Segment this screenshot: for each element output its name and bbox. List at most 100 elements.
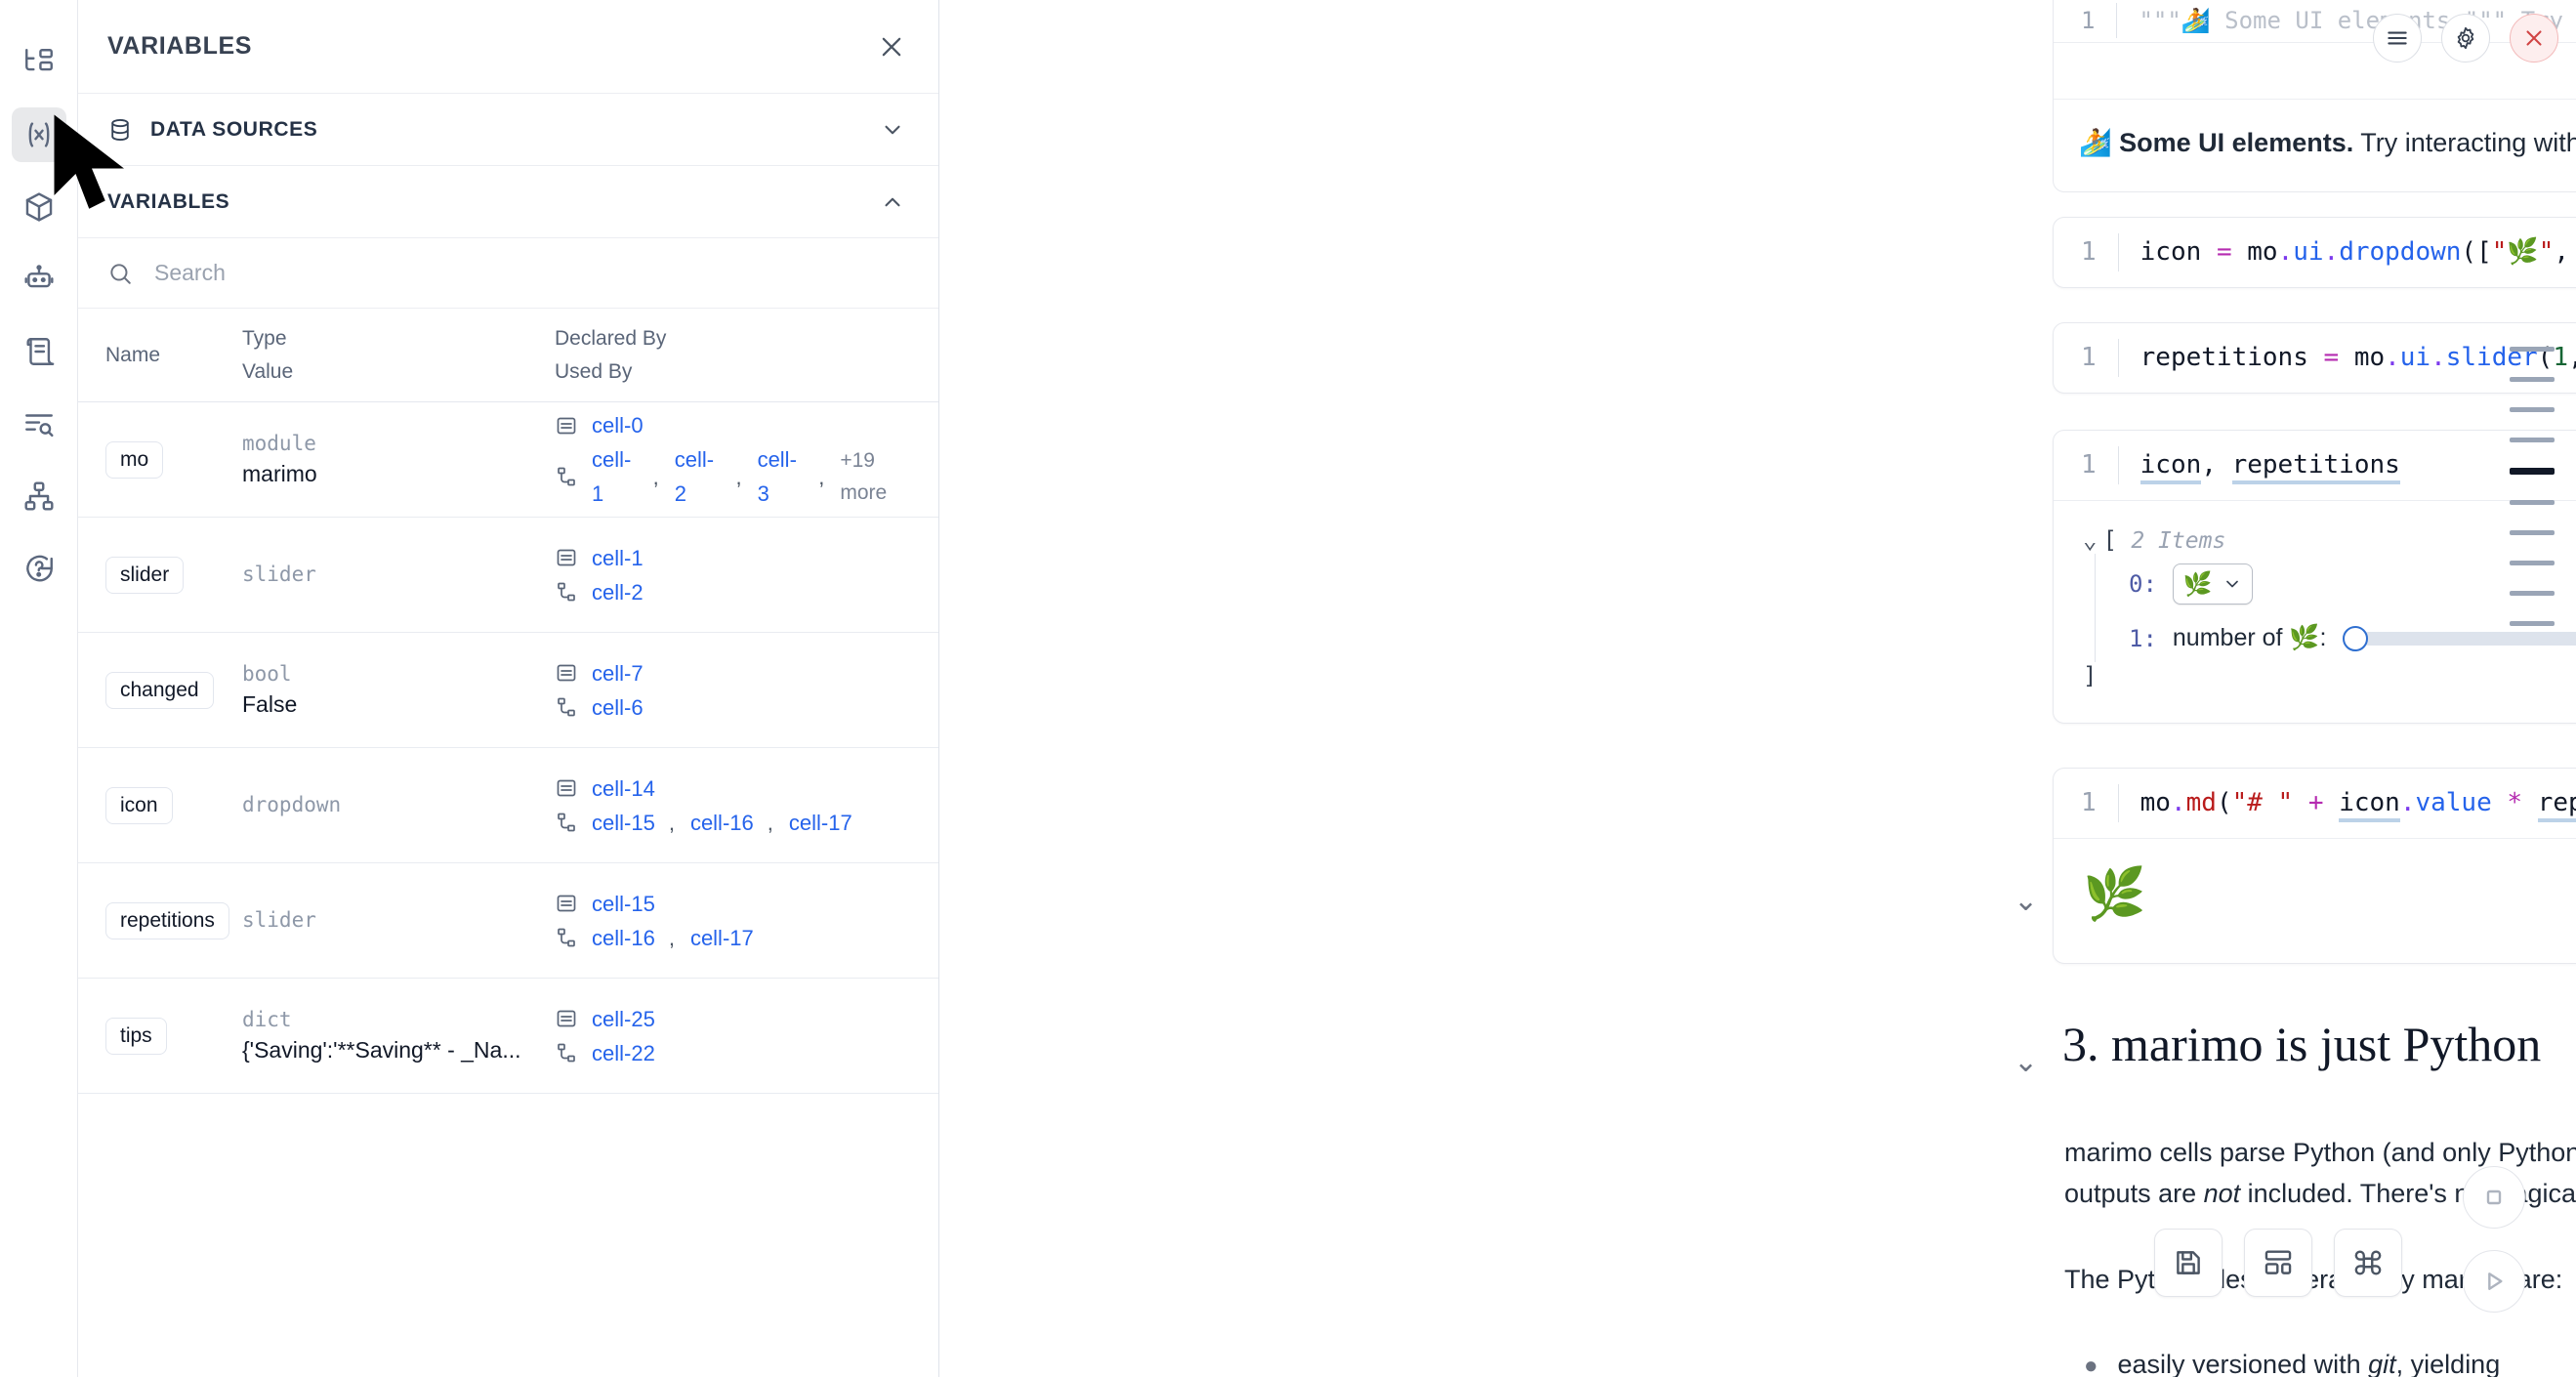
variable-name-chip[interactable]: tips — [105, 1017, 167, 1055]
code-cell-source[interactable]: 1 icon, repetitions — [2054, 431, 2576, 500]
minimap-mark[interactable] — [2510, 621, 2555, 626]
scratchpad-icon[interactable] — [12, 324, 66, 379]
minimap-mark[interactable] — [2510, 347, 2555, 352]
search-icon — [110, 263, 131, 284]
column-header-type-value: Type Value — [242, 322, 555, 388]
minimap-scrollbar[interactable] — [2510, 347, 2555, 626]
used-by-cell-link[interactable]: cell-6 — [592, 694, 644, 720]
declared-by-line: cell-7 — [555, 656, 921, 690]
usage-branch-icon — [558, 697, 575, 717]
slider-track[interactable] — [2361, 631, 2576, 646]
used-by-cell-link[interactable]: cell-15 — [592, 810, 655, 835]
stop-icon[interactable] — [2463, 1166, 2525, 1229]
declared-by-cell-link[interactable]: cell-14 — [592, 775, 655, 801]
used-by-cell-link[interactable]: cell-16 — [689, 810, 754, 835]
bottom-toolbar — [2154, 1229, 2402, 1297]
line-number: 1 — [2081, 450, 2097, 480]
panel-title-bar: VARIABLES — [78, 0, 938, 94]
variable-name-chip[interactable]: mo — [105, 440, 164, 479]
used-by-cell-link[interactable]: cell-17 — [788, 810, 852, 835]
fold-caret-section[interactable]: ⌄ — [2014, 1046, 2039, 1078]
declared-by-cell-link[interactable]: cell-1 — [592, 545, 644, 570]
declared-by-cell-link[interactable]: cell-25 — [592, 1006, 655, 1031]
code-cell-source[interactable]: 1 icon = mo.ui.dropdown(["🌿", "🏄", "✨"],… — [2054, 218, 2576, 287]
help-icon[interactable] — [12, 541, 66, 596]
used-by-cell-link[interactable]: cell-2 — [592, 579, 644, 605]
output-bold-text: Some UI elements. — [2119, 128, 2354, 157]
minimap-mark[interactable] — [2510, 561, 2555, 565]
used-by-cell-link[interactable]: cell-17 — [689, 925, 754, 950]
save-icon[interactable] — [2154, 1229, 2223, 1297]
close-icon[interactable] — [878, 33, 905, 61]
dropdown-selected-value: 🌿 — [2182, 570, 2213, 598]
packages-icon[interactable] — [12, 180, 66, 234]
code-cell-md[interactable]: 1 mo.md("# " + icon.value * repetitions.… — [2053, 768, 2576, 964]
table-row[interactable]: tips dict {'Saving':'**Saving** - _Na...… — [78, 979, 938, 1095]
table-row[interactable]: changed bool False cell-7 cell-6 — [78, 633, 938, 749]
close-icon[interactable] — [2510, 14, 2558, 63]
gear-icon[interactable] — [2441, 14, 2490, 63]
layout-icon[interactable] — [2244, 1229, 2312, 1297]
used-by-cell-link[interactable]: cell-22 — [592, 1040, 655, 1065]
used-by-cell-link[interactable]: cell-2 — [674, 447, 715, 507]
usage-branch-icon — [558, 467, 575, 486]
minimap-mark[interactable] — [2510, 500, 2555, 505]
chevron-down-icon[interactable]: ⌄ — [2083, 526, 2098, 554]
declared-by-cell-link[interactable]: cell-7 — [592, 660, 644, 686]
table-row[interactable]: repetitions slider cell-15 cell-16, cell… — [78, 863, 938, 980]
cell-icon — [557, 1010, 576, 1027]
slider-control[interactable] — [2342, 625, 2576, 651]
fold-caret-md-output[interactable]: ⌄ — [2014, 885, 2039, 917]
bullet-emphasis: git — [2368, 1350, 2396, 1377]
table-row[interactable]: icon dropdown cell-14 cell-15, cell-16, … — [78, 748, 938, 864]
table-row[interactable]: mo module marimo cell-0 cell-1, cell-2, … — [78, 402, 938, 519]
variables-icon[interactable] — [11, 107, 66, 162]
declared-by-cell-link[interactable]: cell-15 — [592, 891, 655, 916]
used-by-cell-link[interactable]: cell-3 — [757, 447, 797, 507]
code-cell-source[interactable]: 1 repetitions = mo.ui.slider(1, 16, labe… — [2054, 323, 2576, 393]
variable-type: dropdown — [242, 793, 342, 817]
minimap-mark[interactable] — [2510, 377, 2555, 382]
section-variables[interactable]: VARIABLES — [78, 166, 938, 238]
minimap-mark[interactable] — [2510, 438, 2555, 442]
minimap-mark[interactable] — [2510, 530, 2555, 535]
used-by-cell-link[interactable]: cell-1 — [592, 447, 632, 507]
cell-menu-icon[interactable] — [2373, 14, 2422, 63]
declared-by-cell-link[interactable]: cell-0 — [592, 412, 644, 438]
run-icon[interactable] — [2463, 1250, 2525, 1313]
code-cell-tuple[interactable]: 1 icon, repetitions ⌄[ 2 Items 0: 🌿 — [2053, 430, 2576, 724]
search-input[interactable] — [152, 259, 909, 287]
slider-knob[interactable] — [2342, 625, 2368, 651]
minimap-mark[interactable] — [2510, 407, 2555, 412]
variable-value: {'Saving':'**Saving** - _Na... — [242, 1037, 521, 1064]
code-cell-source[interactable]: 1 mo.md("# " + icon.value * repetitions.… — [2054, 769, 2576, 838]
tuple-summary-row[interactable]: ⌄[ 2 Items — [2083, 526, 2576, 554]
code-cell-dropdown[interactable]: 1 icon = mo.ui.dropdown(["🌿", "🏄", "✨"],… — [2053, 217, 2576, 288]
line-number: 1 — [2081, 237, 2097, 267]
file-explorer-icon[interactable] — [12, 35, 66, 90]
variable-name-chip[interactable]: changed — [105, 671, 214, 709]
used-by-cell-link[interactable]: cell-16 — [592, 925, 655, 950]
chat-bot-icon[interactable] — [12, 252, 66, 307]
used-by-more-label[interactable]: +19 more — [840, 448, 888, 505]
chevron-up-icon — [885, 197, 900, 206]
cell-icon — [557, 417, 576, 434]
column-header-declared-used: Declared By Used By — [555, 322, 938, 388]
dependency-graph-icon[interactable] — [12, 469, 66, 523]
minimap-mark[interactable] — [2510, 591, 2555, 596]
command-icon[interactable] — [2334, 1229, 2402, 1297]
minimap-mark-active[interactable] — [2510, 468, 2555, 475]
dropdown-select[interactable]: 🌿 — [2172, 563, 2253, 605]
paragraph-1-emphasis: not — [2203, 1178, 2241, 1208]
code-cell-slider[interactable]: 1 repetitions = mo.ui.slider(1, 16, labe… — [2053, 322, 2576, 394]
activity-rail — [0, 0, 78, 1377]
line-number: 1 — [2081, 7, 2096, 34]
variable-type: slider — [242, 563, 316, 587]
variable-name-chip[interactable]: repetitions — [105, 901, 229, 939]
logs-search-icon[interactable] — [12, 396, 66, 451]
column-header-type: Type — [242, 327, 287, 350]
variable-name-chip[interactable]: icon — [105, 786, 173, 824]
variable-name-chip[interactable]: slider — [105, 556, 185, 594]
section-data-sources[interactable]: DATA SOURCES — [78, 94, 938, 166]
table-row[interactable]: slider slider cell-1 cell-2 — [78, 518, 938, 634]
